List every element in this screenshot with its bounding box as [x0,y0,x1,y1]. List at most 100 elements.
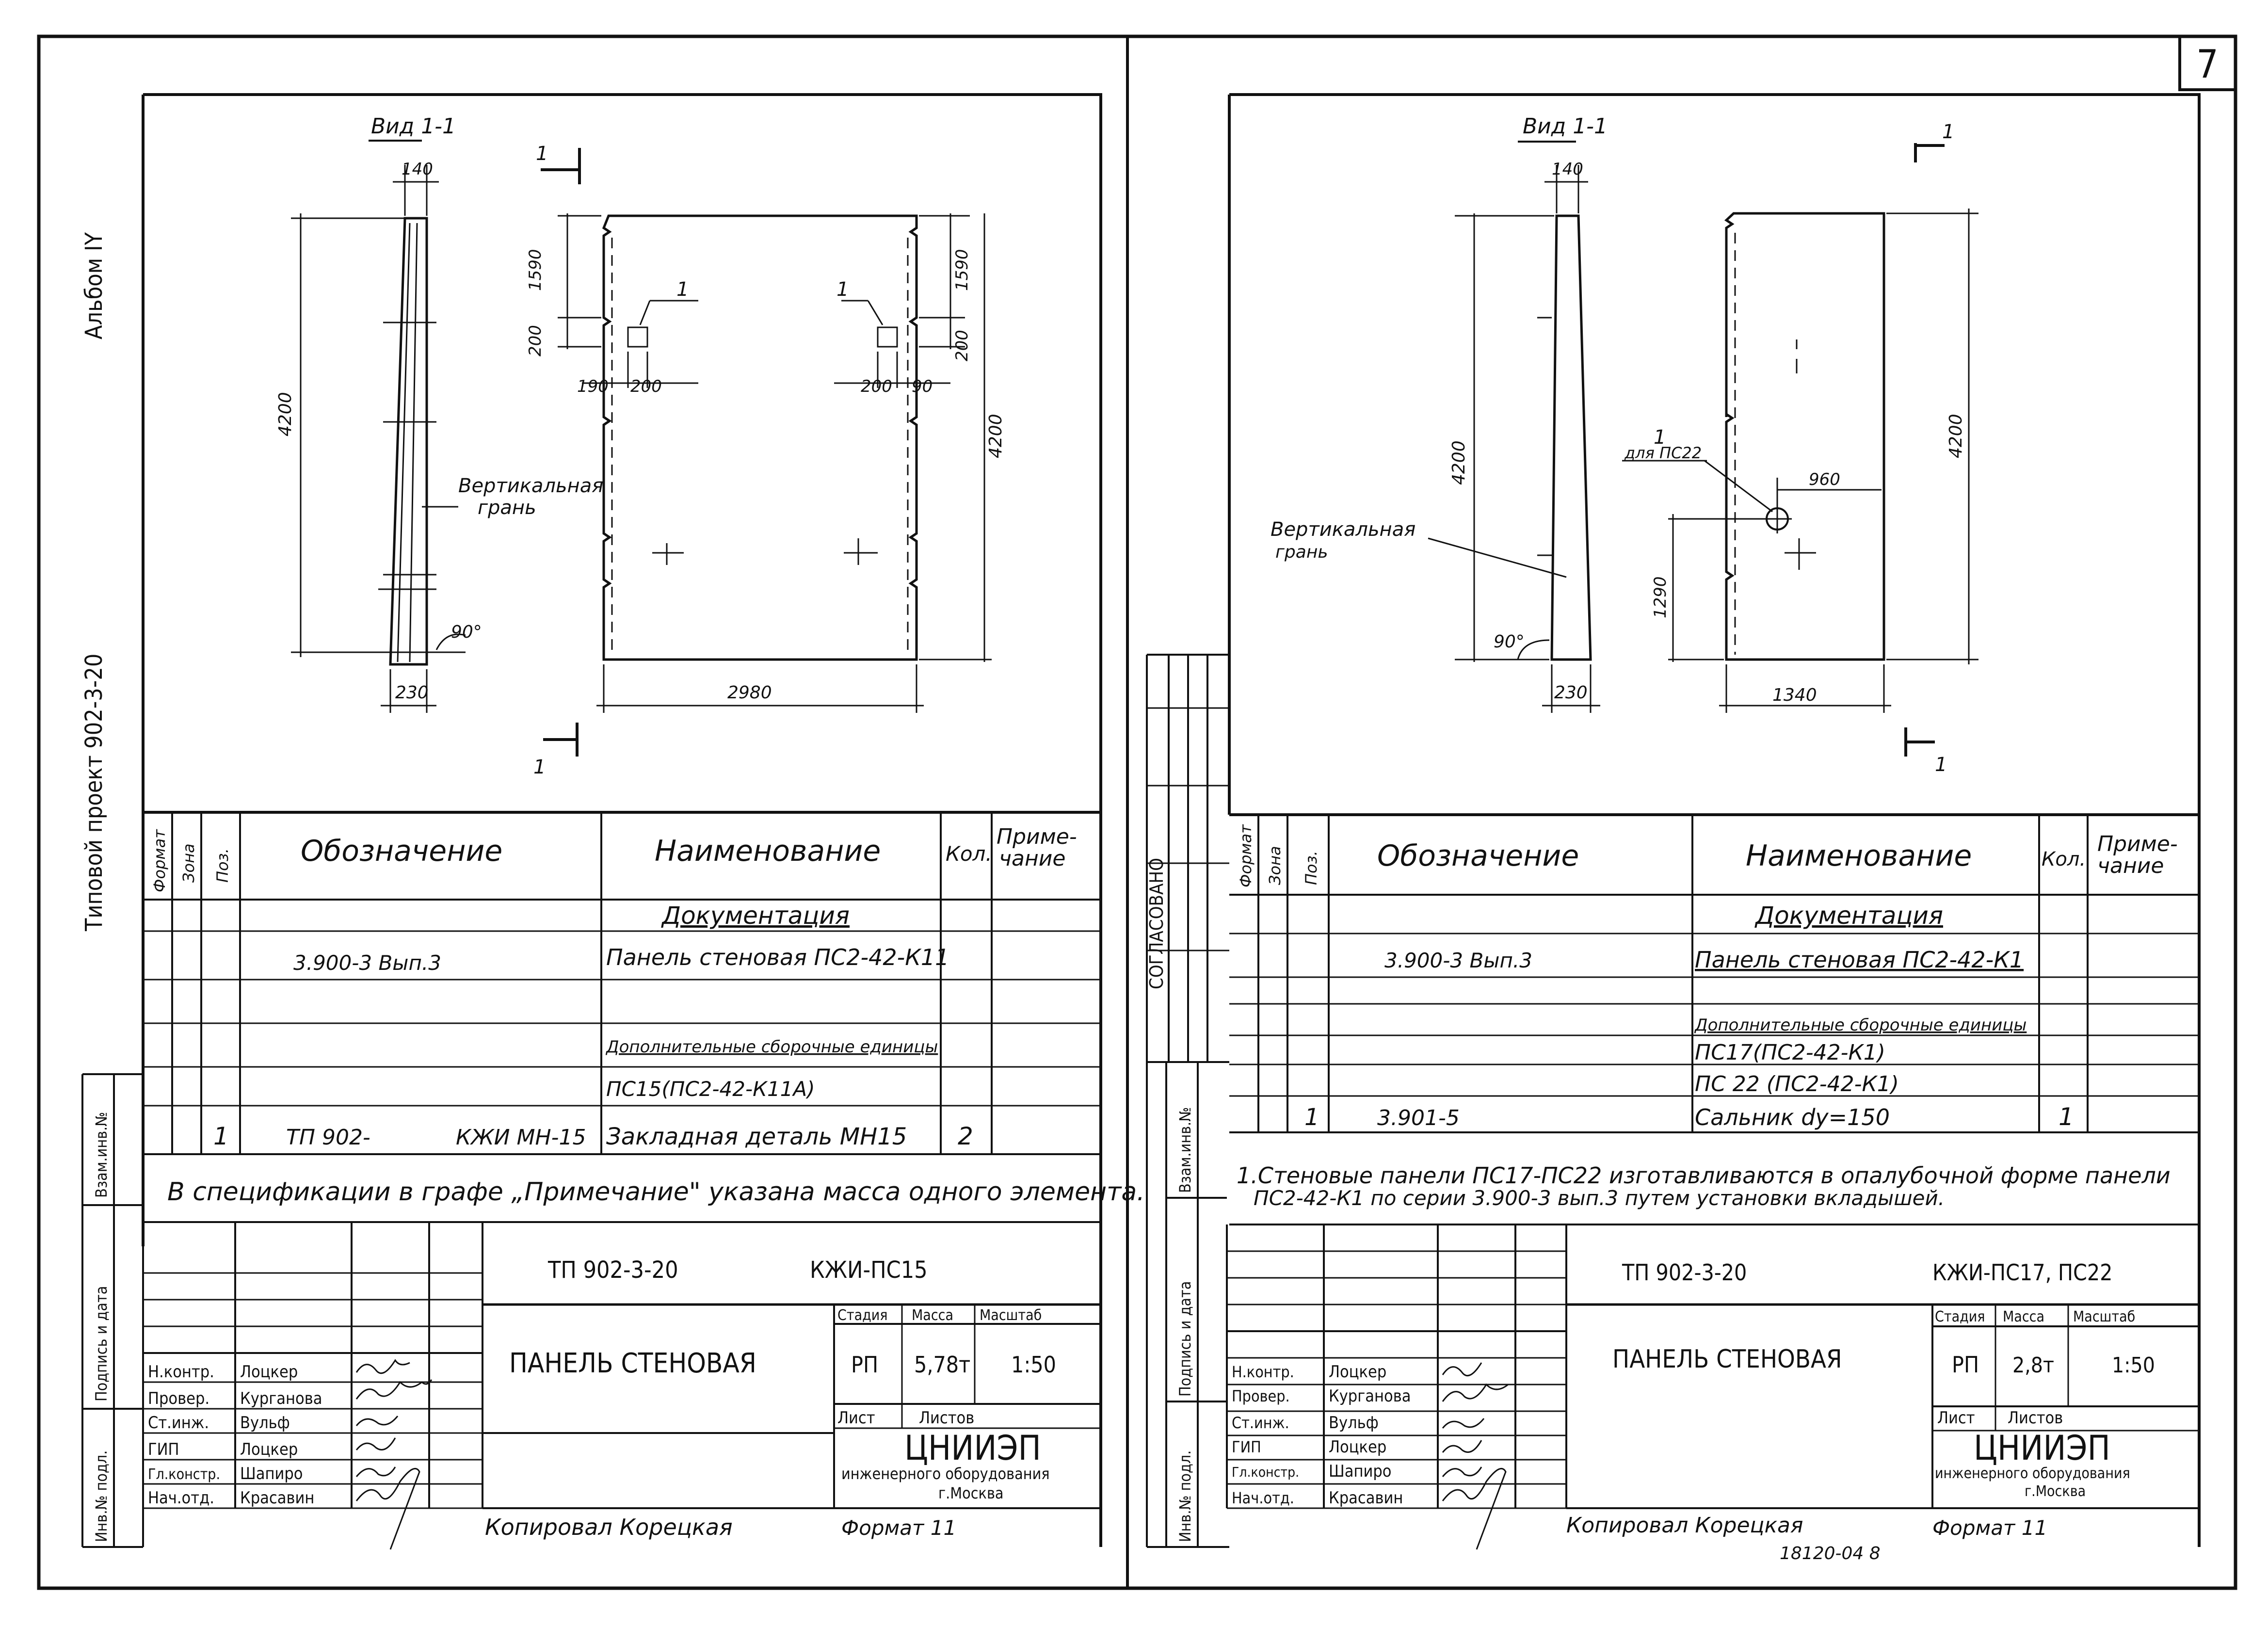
right-hdr-zone: Зона [1266,846,1284,885]
right-stamp-inv: Инв.№ подл. [1176,1450,1194,1542]
right-role-1: Н.контр. [1232,1363,1294,1381]
left-row-1-name: Панель стеновая ПС2-42-К11 [606,944,949,970]
right-name-5: Шапиро [1329,1462,1391,1481]
project-label: Типовой проект 902-3-20 [80,654,108,932]
left-org-sub: инженерного оборудования [841,1465,1050,1483]
left-name-1: Лоцкер [240,1362,298,1382]
left-hdr-zone: Зона [179,843,198,883]
right-view-label: Вид 1-1 [1523,114,1608,139]
right-title: ПАНЕЛЬ СТЕНОВАЯ [1612,1345,1842,1374]
right-dim-top-width: 140 [1552,160,1583,179]
right-side-profile [1428,165,1600,713]
right-dim-pos-y: 1290 [1651,576,1670,618]
left-panel-front [558,213,992,713]
left-view-label: Вид 1-1 [371,114,456,139]
left-dim-w-left: 200 [630,377,662,396]
right-name-1: Лоцкер [1329,1362,1386,1382]
left-role-1: Н.контр. [148,1362,214,1382]
agreed-column [1146,654,1229,1548]
left-mass: 5,78т [914,1352,970,1378]
right-row-4-name: ПС 22 (ПС2-42-К1) [1695,1072,1899,1096]
right-name-2: Курганова [1329,1386,1411,1406]
right-role-6: Нач.отд. [1232,1489,1294,1507]
right-row-1-desig: 3.900-3 Вып.3 [1384,949,1532,972]
left-mass-label: Масса [912,1307,953,1324]
left-stage: РП [851,1352,878,1378]
left-dim-gap: 200 [526,325,545,356]
left-row-4-pos: 1 [213,1122,229,1150]
left-hdr-designation: Обозначение [301,834,502,868]
agreed-label: СОГЛАСОВАНО [1146,858,1167,989]
left-copied: Копировал Корецкая [485,1514,733,1540]
left-pos-marker-2: 1 [836,278,849,301]
right-dim-right-height: 4200 [1946,414,1966,458]
left-sheet-label: Лист [837,1408,875,1428]
left-role-2: Провер. [148,1389,209,1408]
left-dim-off-left: 190 [577,377,609,396]
left-doc-header: Документация [661,902,850,930]
left-row-4-qty: 2 [958,1122,973,1150]
right-section-marker-bottom [1904,727,1935,757]
left-format: Формат 11 [841,1516,956,1540]
left-pos-marker-1: 1 [676,278,689,301]
sheet-number: 7 [2196,42,2219,87]
right-doc-header: Документация [1754,902,1943,930]
left-hdr-note-2: чание [999,846,1065,871]
right-row-5-pos: 1 [1304,1104,1319,1131]
right-order-number: 18120-04 8 [1780,1544,1881,1563]
left-hdr-note-1: Приме- [997,824,1077,849]
right-role-3: Ст.инж. [1232,1414,1289,1432]
left-name-3: Вульф [240,1413,290,1433]
right-stamp-repl: Взам.инв.№ [1176,1107,1194,1193]
left-stamp-inv: Инв.№ подл. [92,1450,111,1542]
right-hdr-name: Наименование [1746,839,1972,873]
right-spec-table [1229,813,2199,1225]
right-stage-label: Стадия [1935,1308,1985,1325]
right-org-sub: инженерного оборудования [1935,1465,2130,1482]
right-row-5-qty: 1 [2059,1103,2074,1131]
right-scale: 1:50 [2112,1353,2155,1378]
right-name-4: Лоцкер [1329,1437,1386,1457]
left-hdr-qty: Кол. [946,842,992,866]
left-dim-height: 4200 [275,392,295,436]
right-hdr-format: Формат [1237,824,1255,887]
left-hdr-pos: Поз. [213,848,232,883]
right-role-2: Провер. [1232,1387,1290,1405]
right-row-5-name: Сальник dy=150 [1695,1104,1890,1130]
right-dim-bottom-width: 230 [1554,683,1588,703]
right-copied: Копировал Корецкая [1566,1513,1803,1538]
left-dim-right-gap: 200 [952,330,972,361]
left-section-top: 1 [536,143,548,165]
left-dim-right-height: 4200 [986,414,1006,458]
left-row-4-desig-2: КЖИ МН-15 [456,1125,586,1150]
left-dim-top-width: 140 [402,160,433,179]
left-vert-face-1: Вертикальная [458,475,603,497]
right-dim-width: 1340 [1772,685,1817,705]
right-project-code: ТП 902-3-20 [1622,1259,1747,1286]
right-vert-face-1: Вертикальная [1271,518,1415,541]
left-dim-bottom-width: 230 [395,683,429,703]
right-vert-face-2: грань [1275,542,1328,562]
left-role-3: Ст.инж. [148,1413,209,1433]
right-sheet-code: КЖИ-ПС17, ПС22 [1932,1259,2113,1286]
right-row-1-name: Панель стеновая ПС2-42-К1 [1695,947,2024,973]
left-scale-label: Масштаб [980,1307,1042,1324]
right-scale-label: Масштаб [2073,1308,2135,1325]
right-org: ЦНИИЭП [1974,1428,2110,1468]
left-hdr-name: Наименование [655,834,881,868]
right-pos-for: для ПС22 [1624,444,1702,462]
left-sheets-label: Листов [919,1408,974,1428]
right-stamp-sign: Подпись и дата [1176,1281,1194,1397]
right-row-2-name: Дополнительные сборочные единицы [1694,1015,2027,1035]
right-hdr-pos: Поз. [1302,851,1320,885]
left-stamp-sign: Подпись и дата [92,1286,111,1401]
right-section-bottom: 1 [1935,754,1947,776]
left-angle: 90° [451,622,482,642]
right-hdr-note-1: Приме- [2097,832,2178,856]
right-format: Формат 11 [1932,1516,2047,1540]
left-name-4: Лоцкер [240,1440,298,1459]
left-side-profile [291,165,466,713]
left-row-1-desig: 3.900-3 Вып.3 [293,951,441,975]
right-mass-label: Масса [2003,1308,2044,1325]
